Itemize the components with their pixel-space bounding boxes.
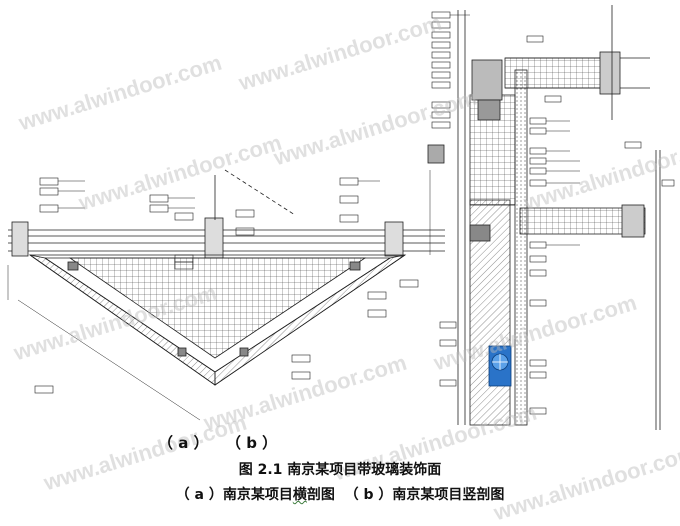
watermark-text: www.alwindoor.com bbox=[490, 439, 680, 526]
figure-caption-title: 图 2.1 南京某项目带玻璃装饰面 bbox=[238, 462, 442, 478]
subfigure-label-b: （ b ） bbox=[226, 434, 278, 452]
figure-caption-subtitle: （ a ）南京某项目横剖图 （ b ）南京某项目竖剖图 bbox=[0, 484, 680, 504]
caption-sub-a-prefix: （ a ）南京某项目 bbox=[175, 487, 293, 503]
vertical-section-drawing bbox=[427, 5, 675, 430]
horizontal-section-drawing bbox=[7, 169, 445, 421]
caption-sub-b: （ b ）南京某项目竖剖图 bbox=[344, 487, 505, 503]
caption-sub-a-mark: 横 bbox=[292, 487, 307, 503]
technical-drawing bbox=[7, 5, 675, 430]
caption-sub-a-suffix: 剖图 bbox=[306, 487, 335, 503]
subfigure-label-a: （ a ） bbox=[158, 434, 209, 452]
